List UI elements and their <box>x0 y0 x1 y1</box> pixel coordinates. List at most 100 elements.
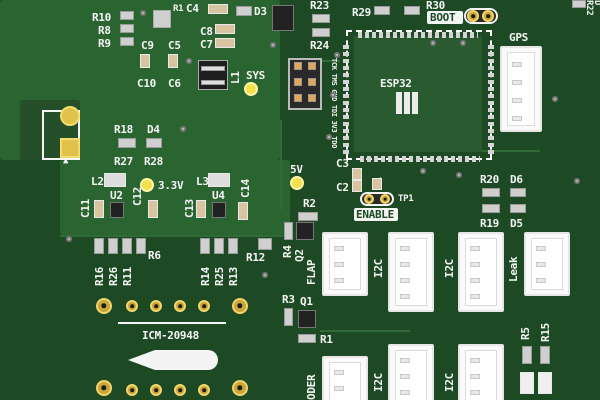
esp32-thermal-pad <box>396 92 420 114</box>
label-r1: R1 <box>320 333 333 346</box>
label-esp32: ESP32 <box>380 77 412 90</box>
label-r5: R5 <box>519 327 532 340</box>
testpoint-sys[interactable] <box>244 82 258 96</box>
i2c-connector-c[interactable] <box>388 344 434 400</box>
label-i2c-a: I2C <box>372 259 385 278</box>
led-pad <box>520 372 534 394</box>
enable-pin[interactable] <box>364 194 374 204</box>
boot-pin[interactable] <box>467 10 479 22</box>
via <box>330 92 336 98</box>
label-r10: R10 <box>92 11 111 24</box>
icm-header-pin[interactable] <box>150 300 162 312</box>
resistor-pad <box>214 238 224 254</box>
capacitor <box>372 178 382 190</box>
gps-connector[interactable] <box>500 46 542 132</box>
i2c-connector-d[interactable] <box>458 344 504 400</box>
label-tp1: TP1 <box>398 194 414 204</box>
label-r13: R13 <box>227 267 240 286</box>
resistor-pad <box>284 222 293 240</box>
capacitor <box>215 24 235 34</box>
regulator-u2 <box>110 202 124 218</box>
icm-header-pin[interactable] <box>96 380 112 396</box>
via <box>552 96 558 102</box>
ic-chip <box>272 5 294 31</box>
jtag-pin <box>294 94 302 102</box>
inductor-l1 <box>198 60 228 90</box>
label-r4: R4 <box>281 245 294 258</box>
label-sys: SYS <box>246 69 265 82</box>
i2c-connector-b[interactable] <box>458 232 504 312</box>
resistor-pad <box>258 238 272 250</box>
jtag-pin <box>308 78 316 86</box>
sensor-chip <box>153 10 171 28</box>
capacitor <box>196 200 206 218</box>
label-r24: R24 <box>310 39 329 52</box>
diode-pad <box>510 204 526 213</box>
label-icm: ICM-20948 <box>142 329 199 342</box>
icm-header-pin[interactable] <box>232 298 248 314</box>
icm-header-pin[interactable] <box>126 300 138 312</box>
resistor-pad <box>404 6 420 15</box>
testpoint-5v[interactable] <box>290 176 304 190</box>
power-pad[interactable] <box>60 106 80 126</box>
resistor-pad <box>122 238 132 254</box>
label-r27: R27 <box>114 155 133 168</box>
capacitor <box>168 54 178 68</box>
label-enable: ENABLE <box>356 208 394 221</box>
label-c2: C2 <box>336 181 349 194</box>
label-r25: R25 <box>213 267 226 286</box>
icm-header-pin[interactable] <box>126 384 138 396</box>
led-pad <box>538 372 552 394</box>
label-c10: C10 <box>137 77 156 90</box>
icm-header-pin[interactable] <box>174 300 186 312</box>
flap-connector[interactable] <box>322 232 368 296</box>
label-d3: D3 <box>254 5 267 18</box>
via <box>186 58 192 64</box>
icm-header-pin[interactable] <box>198 300 210 312</box>
label-r12: R12 <box>246 251 265 264</box>
icm-header-pin[interactable] <box>150 384 162 396</box>
esp32-pads-left <box>343 45 349 155</box>
icm-header-pin[interactable] <box>232 380 248 396</box>
leak-connector[interactable] <box>524 232 570 296</box>
label-c3: C3 <box>336 157 349 170</box>
label-r1-top: R1 <box>173 4 184 14</box>
capacitor <box>238 202 248 220</box>
label-r9: R9 <box>98 37 111 50</box>
power-polarity-arrow: ▲ <box>63 156 69 166</box>
boot-pin[interactable] <box>482 10 494 22</box>
label-gps: GPS <box>509 31 528 44</box>
diode-pad <box>146 138 162 148</box>
i2c-connector-a[interactable] <box>388 232 434 312</box>
enable-pin[interactable] <box>380 194 390 204</box>
icm-header-pin[interactable] <box>174 384 186 396</box>
icm-header-pin[interactable] <box>96 298 112 314</box>
resistor-pad <box>482 204 500 213</box>
testpoint-3v3[interactable] <box>140 178 154 192</box>
trace <box>320 330 410 332</box>
oder-connector[interactable] <box>322 356 368 400</box>
inductor-pad <box>201 80 225 85</box>
esp32-pads-top <box>358 32 478 38</box>
resistor-pad <box>482 188 500 197</box>
icm-header-pin[interactable] <box>198 384 210 396</box>
resistor-pad <box>118 138 136 148</box>
icm-arrow-shape <box>128 350 218 370</box>
boot-label-box <box>427 11 463 24</box>
label-c5: C5 <box>168 39 181 52</box>
resistor-pad <box>200 238 210 254</box>
label-l3: L3 <box>196 175 209 188</box>
inductor-l2 <box>104 173 126 187</box>
label-r16: R16 <box>93 267 106 286</box>
jtag-header[interactable] <box>288 58 322 110</box>
regulator-u4 <box>212 202 226 218</box>
via <box>456 172 462 178</box>
label-r14: R14 <box>199 267 212 286</box>
label-boot: BOOT <box>430 11 456 24</box>
label-r15: R15 <box>539 323 552 342</box>
power-pad[interactable] <box>60 138 80 158</box>
capacitor <box>94 200 104 218</box>
resistor-pad <box>540 346 550 364</box>
label-u2: U2 <box>110 189 123 202</box>
label-c9: C9 <box>141 39 154 52</box>
